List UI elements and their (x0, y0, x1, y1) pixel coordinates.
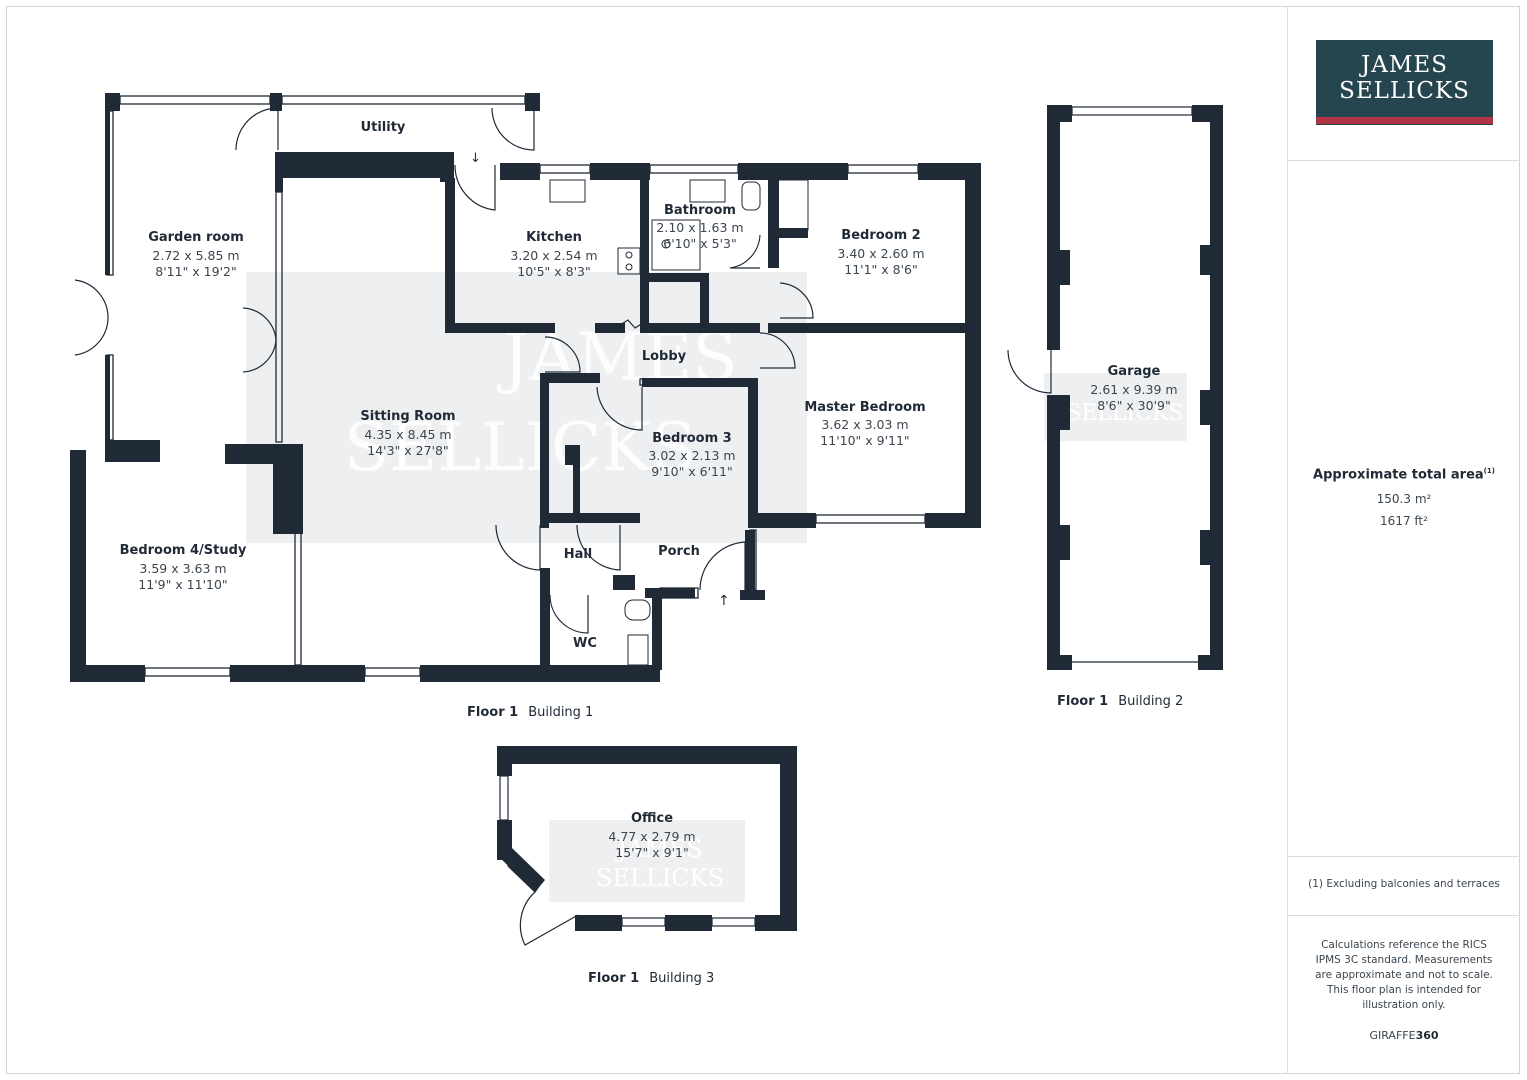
room-imperial: 8'11" x 19'2" (155, 264, 236, 279)
logo-accent-bar (1316, 117, 1493, 124)
room-name: Garden room (148, 230, 244, 245)
building-3-walls (497, 746, 797, 931)
room-imperial: 11'1" x 8'6" (844, 262, 917, 277)
room-name: Bedroom 2 (841, 228, 920, 243)
building-1-windows (71, 95, 926, 677)
wardrobe-icon (777, 179, 809, 231)
room-bathroom: Bathroom 2.10 x 1.63 m 6'10" x 5'3" (656, 203, 743, 251)
room-imperial: 10'5" x 8'3" (517, 264, 590, 279)
sidebar-divider (1287, 6, 1288, 1074)
room-kitchen: Kitchen 3.20 x 2.54 m 10'5" x 8'3" (510, 230, 597, 279)
room-garden-room: Garden room 2.72 x 5.85 m 8'11" x 19'2" (148, 230, 244, 279)
down-arrow-icon: ↓ (470, 151, 481, 166)
room-name: Bedroom 4/Study (120, 543, 247, 558)
total-area-ft2: 1617 ft² (1380, 514, 1428, 528)
room-metric: 3.62 x 3.03 m (821, 417, 908, 432)
floor-label-building-2: Floor 1 Building 2 (1057, 694, 1183, 709)
room-metric: 2.10 x 1.63 m (656, 220, 743, 235)
footnote-text: (1) Excluding balconies and terraces (1308, 878, 1500, 890)
room-metric: 4.77 x 2.79 m (608, 829, 695, 844)
room-office: Office 4.77 x 2.79 m 15'7" x 9'1" (608, 811, 695, 860)
giraffe360-brand: GIRAFFE360 (1288, 1029, 1520, 1042)
room-imperial: 11'9" x 11'10" (138, 577, 227, 592)
room-imperial: 8'6" x 30'9" (1097, 398, 1170, 413)
company-logo: JAMES SELLICKS (1316, 40, 1493, 125)
room-metric: 3.02 x 2.13 m (648, 448, 735, 463)
room-sitting-room: Sitting Room 4.35 x 8.45 m 14'3" x 27'8" (360, 409, 455, 458)
room-name: Office (631, 811, 673, 826)
room-imperial: 6'10" x 5'3" (663, 236, 736, 251)
room-metric: 3.59 x 3.63 m (139, 561, 226, 576)
total-area-m2: 150.3 m² (1376, 492, 1432, 506)
room-master-bedroom: Master Bedroom 3.62 x 3.03 m 11'10" x 9'… (804, 400, 925, 448)
watermark-garage-text: SELLICKS (1066, 401, 1183, 426)
building-2-windows (1007, 106, 1198, 663)
building-name: Building 2 (1118, 694, 1184, 709)
room-imperial: 11'10" x 9'11" (820, 433, 909, 448)
room-utility: Utility (361, 120, 406, 135)
room-name: Sitting Room (360, 409, 455, 424)
floor-plan: JAMES SELLICKS SELLICKS JAMES SELLICKS (70, 93, 1223, 946)
page-frame (6, 6, 1520, 1074)
room-name: Master Bedroom (804, 400, 925, 415)
watermark-office-line1: JAMES (614, 835, 703, 863)
building-name: Building 3 (649, 971, 715, 986)
logo-line2: SELLICKS (1339, 78, 1470, 104)
disclaimer-text: Calculations reference the RICS IPMS 3C … (1315, 939, 1493, 1011)
wc-toilet-icon (624, 599, 651, 621)
brand-prefix: GIRAFFE (1369, 1029, 1416, 1042)
floor-label-building-1: Floor 1 Building 1 (467, 705, 593, 720)
floor-number: Floor 1 (1057, 694, 1109, 709)
fixtures (549, 179, 809, 666)
sidebar-divider-top (1288, 160, 1520, 161)
room-name: Bedroom 3 (652, 431, 731, 446)
basin-icon (689, 179, 726, 203)
room-hall: Hall (564, 547, 593, 562)
total-area-label: Approximate total area (1313, 467, 1484, 483)
building-3-windows (499, 769, 792, 946)
room-metric: 4.35 x 8.45 m (364, 427, 451, 442)
room-metric: 2.61 x 9.39 m (1090, 382, 1177, 397)
watermark-office-line2: SELLICKS (596, 864, 724, 892)
room-bedroom-4: Bedroom 4/Study 3.59 x 3.63 m 11'9" x 11… (120, 543, 247, 592)
floor-number: Floor 1 (588, 971, 640, 986)
room-imperial: 14'3" x 27'8" (367, 443, 448, 458)
room-metric: 3.40 x 2.60 m (837, 246, 924, 261)
room-name: Bathroom (664, 203, 736, 218)
room-imperial: 9'10" x 6'11" (651, 464, 732, 479)
room-metric: 2.72 x 5.85 m (152, 248, 239, 263)
room-name: Kitchen (526, 230, 582, 245)
logo-line1: JAMES (1361, 52, 1448, 78)
footnote-marker: (1) (1483, 467, 1495, 475)
room-bedroom-2: Bedroom 2 3.40 x 2.60 m 11'1" x 8'6" (837, 228, 924, 277)
toilet-icon (741, 181, 761, 211)
door-swings (74, 107, 814, 634)
room-metric: 3.20 x 2.54 m (510, 248, 597, 263)
brand-suffix: 360 (1415, 1029, 1439, 1042)
kitchen-sink-icon (549, 179, 586, 203)
room-name: Garage (1108, 364, 1161, 379)
room-garage: Garage 2.61 x 9.39 m 8'6" x 30'9" (1090, 364, 1177, 413)
room-wc: WC (573, 636, 597, 651)
floor-label-building-3: Floor 1 Building 3 (588, 971, 714, 986)
total-area-title: Approximate total area(1) (1288, 467, 1520, 482)
floor-number: Floor 1 (467, 705, 519, 720)
shower-icon (651, 219, 701, 271)
watermark-plate-main (246, 272, 807, 543)
watermark-line2: SELLICKS (344, 409, 696, 486)
sidebar-divider-low (1288, 915, 1520, 916)
building-2-walls (1047, 105, 1223, 670)
room-bedroom-3: Bedroom 3 3.02 x 2.13 m 9'10" x 6'11" (648, 431, 735, 479)
room-imperial: 15'7" x 9'1" (615, 845, 688, 860)
watermark-plate-office (549, 820, 745, 902)
hob-icon (617, 247, 641, 275)
entrance-arrow-icon: ↑ (718, 593, 730, 609)
room-lobby: Lobby (642, 349, 687, 364)
room-porch: Porch (658, 544, 700, 559)
building-name: Building 1 (528, 705, 594, 720)
wc-basin-icon (627, 634, 649, 666)
sidebar-divider-mid (1288, 856, 1520, 857)
